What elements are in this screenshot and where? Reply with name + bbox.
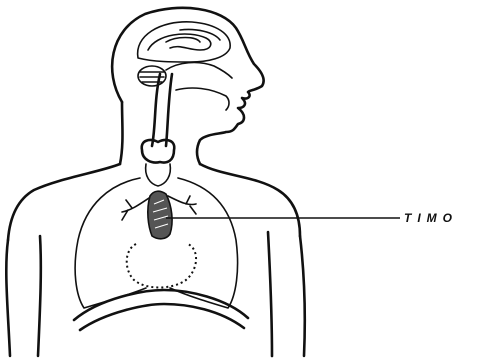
thymus-label: TIMO [404,211,458,225]
right-arm-outer [300,236,305,356]
head-outline [112,8,263,164]
left-shoulder [8,164,120,240]
brain-folds [148,29,220,50]
heart-outline [127,244,196,288]
right-lung [170,178,238,308]
brain-outline [138,22,231,62]
right-arm-inner [268,232,272,356]
oral-cavity [176,88,229,110]
thyroid-lower [146,164,171,186]
left-arm-inner [38,236,41,356]
thymus [148,191,172,239]
cerebellum [138,66,166,86]
left-arm-outer [6,240,10,356]
trachea-right-wall [166,74,172,146]
nasal-cavity [166,63,232,78]
thyroid-gland [142,140,175,162]
diaphragm-lower [80,304,244,330]
neck-back [120,102,123,164]
right-shoulder [200,164,300,236]
left-lung [75,178,146,308]
